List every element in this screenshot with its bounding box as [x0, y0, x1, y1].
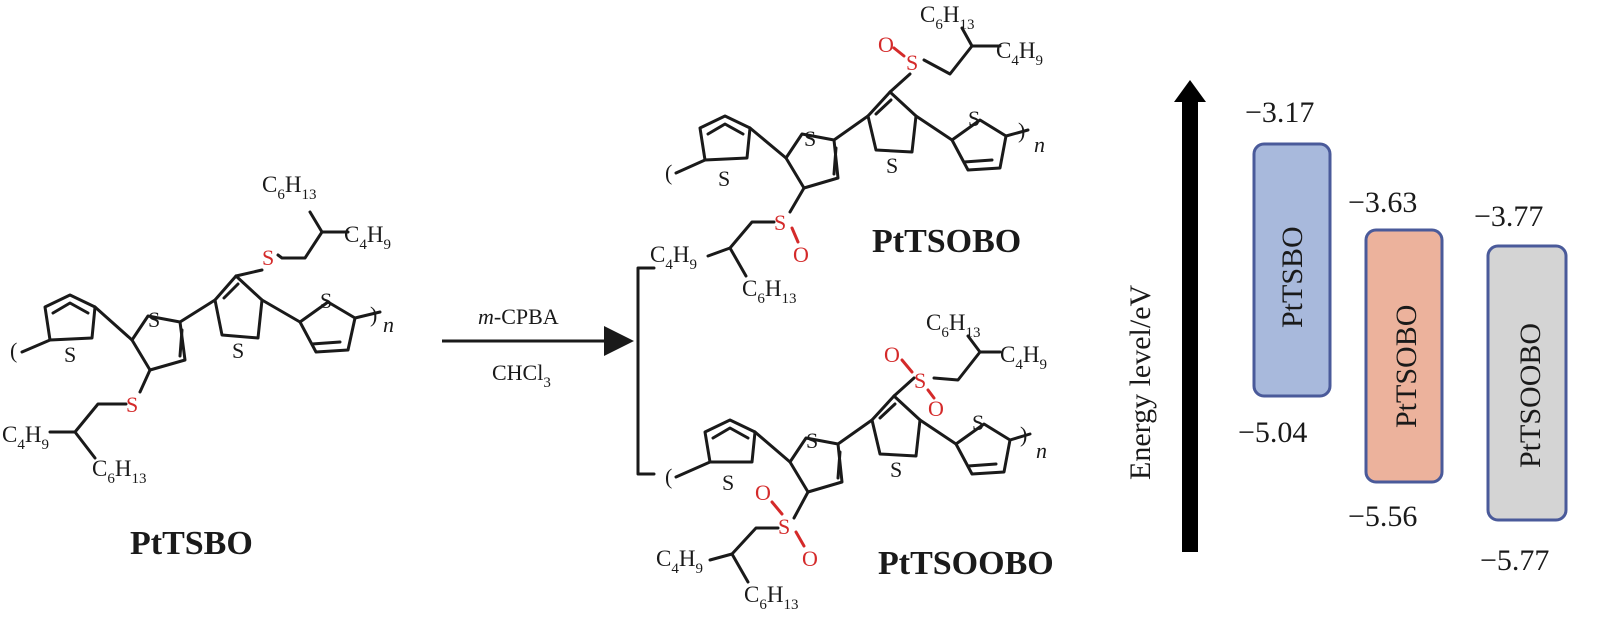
left-bracket: ( [10, 338, 17, 363]
right-bracket: ) [370, 302, 377, 327]
level-bar-pttsbo [1252, 142, 1332, 398]
right-bracket: ) [1020, 422, 1027, 447]
homo-value: −5.77 [1480, 544, 1549, 577]
sulfur-atom: S [718, 166, 730, 191]
name-pttsobo: PtTSOBO [872, 223, 1021, 260]
repeat-n: n [1034, 132, 1045, 157]
sulfone-oxygen: O [755, 480, 771, 505]
thioether-sulfur: S [126, 392, 138, 417]
name-pttsoobo: PtTSOOBO [878, 545, 1054, 582]
butyl-group: C4H9 [650, 242, 697, 273]
left-bracket: ( [665, 160, 672, 185]
lumo-value: −3.77 [1474, 200, 1543, 233]
lumo-value: −3.63 [1348, 186, 1417, 219]
butyl-group: C4H9 [2, 422, 49, 453]
hexyl-group: C6H13 [926, 310, 980, 341]
level-bar-pttsoobo [1486, 244, 1568, 522]
structure-pttsbo: ( S S S C4H9 C6H13 S S C6H13 C4H9 S ) [2, 172, 394, 562]
hexyl-group: C6H13 [262, 172, 316, 203]
name-pttsbo: PtTSBO [130, 525, 253, 562]
sulfoxide-oxygen: O [878, 32, 894, 57]
sulfoxide-sulfur: S [906, 50, 918, 75]
sulfur-atom: S [320, 288, 332, 313]
homo-value: −5.04 [1238, 416, 1307, 449]
left-bracket: ( [665, 464, 672, 489]
reagent-label: m-CPBA [478, 304, 559, 329]
hexyl-group: C6H13 [92, 456, 146, 487]
level-bar-pttsobo [1364, 228, 1444, 484]
butyl-group: C4H9 [344, 222, 391, 253]
energy-axis [1182, 100, 1198, 552]
reaction-arrow: m-CPBA CHCl3 [442, 266, 656, 476]
hexyl-group: C6H13 [742, 276, 796, 307]
repeat-n: n [383, 312, 394, 337]
hexyl-group: C6H13 [744, 582, 798, 613]
energy-axis-label: Energy level/eV [1124, 284, 1157, 480]
energy-level-diagram: Energy level/eV −3.17 PtTSBO −5.04 −3.63… [1124, 80, 1568, 577]
sulfoxide-sulfur: S [774, 210, 786, 235]
sulfur-atom: S [806, 428, 818, 453]
solvent-label: CHCl3 [492, 360, 551, 391]
bar-label: PtTSBO [1276, 226, 1309, 328]
sulfur-atom: S [232, 338, 244, 363]
right-bracket: ) [1018, 118, 1025, 143]
bar-label: PtTSOOBO [1514, 323, 1547, 468]
bar-label: PtTSOBO [1390, 305, 1423, 428]
sulfone-sulfur: S [914, 368, 926, 393]
sulfur-atom: S [64, 342, 76, 367]
sulfone-oxygen: O [884, 342, 900, 367]
lumo-value: −3.17 [1245, 96, 1314, 129]
structure-pttsobo: ( S S S O C4H9 C6H13 S S O C6H13 C4H9 S … [650, 2, 1045, 307]
sulfone-oxygen: O [802, 546, 818, 571]
sulfur-atom: S [722, 470, 734, 495]
homo-value: −5.56 [1348, 500, 1417, 533]
sulfur-atom: S [890, 457, 902, 482]
sulfur-atom: S [804, 126, 816, 151]
sulfone-sulfur: S [778, 514, 790, 539]
sulfur-atom: S [968, 106, 980, 131]
hexyl-group: C6H13 [920, 2, 974, 33]
energy-axis-arrow [1174, 80, 1206, 102]
sulfur-atom: S [886, 153, 898, 178]
structure-pttsoobo: ( S S S O O C4H9 C6H13 S S O O C6H13 C4H… [656, 310, 1054, 613]
sulfone-oxygen: O [928, 396, 944, 421]
butyl-group: C4H9 [1000, 342, 1047, 373]
sulfoxide-oxygen: O [793, 242, 809, 267]
sulfur-atom: S [972, 410, 984, 435]
sulfur-atom: S [148, 307, 160, 332]
thioether-sulfur: S [262, 245, 274, 270]
butyl-group: C4H9 [996, 38, 1043, 69]
butyl-group: C4H9 [656, 546, 703, 577]
repeat-n: n [1036, 438, 1047, 463]
